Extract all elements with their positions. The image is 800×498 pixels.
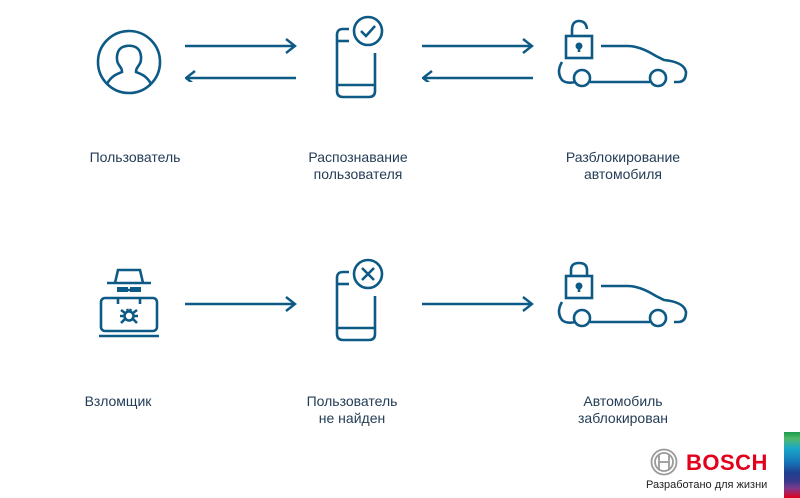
car-unlocked-icon	[557, 19, 690, 90]
step-label-attacker: Взломщик	[85, 393, 152, 410]
bosch-brand-block: BOSCH Разработано для жизни	[640, 432, 778, 498]
label-line: Автомобиль	[583, 393, 663, 409]
bosch-armature-icon	[650, 448, 678, 481]
right-arrow	[422, 295, 534, 318]
right-arrow	[185, 295, 297, 318]
label-line: Пользователь	[306, 393, 398, 409]
label-line: заблокирован	[577, 410, 669, 426]
label-line: Разблокирование	[565, 149, 681, 165]
step-label-car-locked: Автомобиль заблокирован	[578, 393, 668, 427]
step-label-user-not-found: Пользователь не найден	[307, 393, 398, 427]
bidirectional-arrows	[421, 38, 534, 87]
label-line: пользователя	[313, 166, 403, 182]
bidirectional-arrows	[184, 38, 297, 87]
step-label-unlock: Разблокирование автомобиля	[566, 149, 680, 183]
label-line: Взломщик	[84, 393, 152, 409]
label-line: Пользователь	[89, 149, 181, 165]
bosch-wordmark: BOSCH	[686, 450, 768, 475]
bosch-tagline: Разработано для жизни	[646, 479, 768, 491]
label-line: Распознавание	[308, 149, 408, 165]
hacker-laptop-icon	[98, 268, 160, 338]
label-line: автомобиля	[584, 166, 662, 182]
phone-cross-icon	[335, 258, 387, 342]
step-label-recognition: Распознавание пользователя	[308, 149, 407, 183]
step-label-user: Пользователь	[90, 149, 181, 166]
car-locked-icon	[557, 261, 690, 332]
phone-check-icon	[335, 15, 387, 99]
label-line: не найден	[318, 410, 386, 426]
user-circle-icon	[96, 28, 162, 98]
brand-color-strip	[784, 432, 800, 498]
